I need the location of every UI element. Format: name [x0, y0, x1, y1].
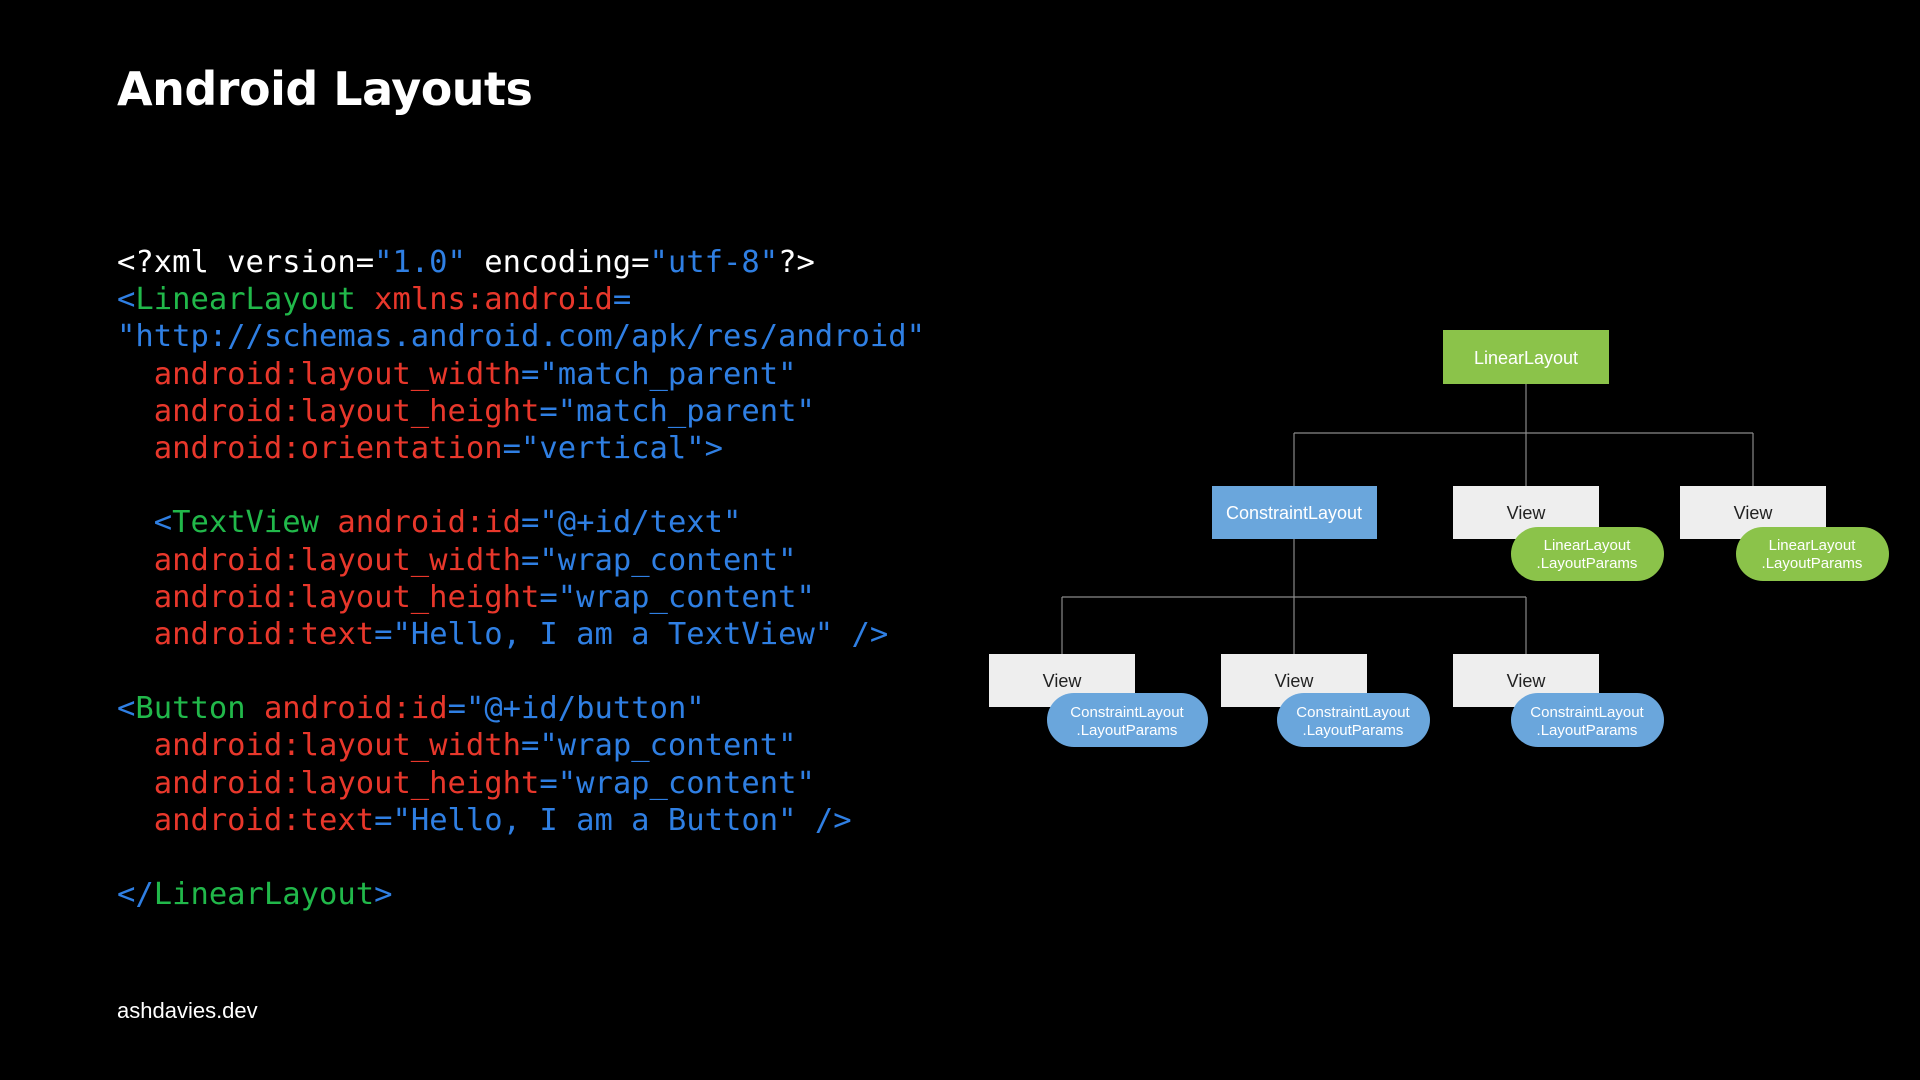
code-token: =: [612, 282, 632, 318]
footer-url: ashdavies.dev: [117, 998, 258, 1023]
code-token: =: [447, 691, 466, 727]
code-line: <?xml version="1.0" encoding="utf-8"?>: [117, 244, 925, 281]
connector-lines: [1061, 384, 1754, 654]
code-token: android:layout_height: [153, 765, 540, 801]
code-line: android:layout_height="wrap_content": [117, 579, 925, 616]
code-token: <: [117, 691, 136, 727]
code-token: />: [851, 616, 889, 652]
pill-label-line2: .LayoutParams: [1762, 555, 1863, 572]
code-token: <?xml version=: [117, 245, 375, 280]
code-token: >: [374, 877, 393, 913]
code-token: "utf-8": [649, 245, 779, 280]
node-label: ConstraintLayout: [1226, 503, 1362, 523]
code-token: LinearLayout: [153, 877, 375, 913]
node-label: View: [1734, 503, 1774, 523]
code-token: "wrap_content": [557, 579, 815, 615]
code-line: <LinearLayout xmlns:android=: [117, 281, 925, 318]
code-token: android:layout_width: [153, 728, 521, 764]
code-token: encoding=: [465, 245, 650, 280]
code-token: "vertical": [521, 430, 705, 466]
code-token: LinearLayout: [135, 282, 356, 318]
pill-label-line1: LinearLayout: [1544, 537, 1632, 554]
code-token: =: [374, 802, 393, 838]
code-line: android:orientation="vertical">: [117, 430, 925, 467]
code-line: android:layout_height="wrap_content": [117, 765, 925, 802]
code-token: "wrap_content": [539, 728, 797, 764]
code-token: android:text: [153, 616, 375, 652]
code-token: "match_parent": [557, 393, 815, 429]
code-line: android:layout_width="match_parent": [117, 356, 925, 393]
code-line: android:layout_width="wrap_content": [117, 542, 925, 579]
code-token: />: [814, 802, 852, 838]
xml-code-block: <?xml version="1.0" encoding="utf-8"?><L…: [117, 244, 925, 913]
code-token: "wrap_content": [557, 765, 815, 801]
code-line: android:layout_height="match_parent": [117, 393, 925, 430]
linear-layout-params-pill: LinearLayout .LayoutParams: [1736, 527, 1889, 581]
code-line: android:layout_width="wrap_content": [117, 727, 925, 764]
pill-label-line1: ConstraintLayout: [1296, 704, 1410, 721]
code-token: Button: [135, 691, 246, 727]
code-token: android:layout_width: [153, 356, 521, 392]
node-label: View: [1507, 671, 1547, 691]
code-token: =: [539, 579, 558, 615]
pill-label-line2: .LayoutParams: [1537, 722, 1638, 739]
linear-layout-node: LinearLayout: [1443, 330, 1609, 384]
code-token: "wrap_content": [539, 542, 797, 578]
code-token: android:orientation: [153, 430, 503, 466]
code-token: =: [521, 356, 540, 392]
code-token: android:id: [263, 691, 448, 727]
code-token: android:id: [337, 505, 522, 541]
code-token: "http://schemas.android.com/apk/res/andr…: [117, 319, 925, 355]
code-line: </LinearLayout>: [117, 876, 925, 913]
code-token: TextView: [172, 505, 320, 541]
code-token: =: [539, 393, 558, 429]
code-token: =: [374, 616, 393, 652]
constraint-layout-node: ConstraintLayout: [1212, 486, 1377, 539]
code-token: "@+id/text": [539, 505, 742, 541]
code-token: android:layout_height: [153, 393, 540, 429]
code-line: "http://schemas.android.com/apk/res/andr…: [117, 318, 925, 355]
pill-label-line2: .LayoutParams: [1303, 722, 1404, 739]
code-line: <Button android:id="@+id/button": [117, 690, 925, 727]
code-token: <: [117, 282, 136, 318]
code-token: =: [502, 430, 521, 466]
slide-title: Android Layouts: [117, 62, 533, 116]
pill-label-line1: ConstraintLayout: [1530, 704, 1644, 721]
node-label: View: [1507, 503, 1547, 523]
code-token: android:text: [153, 802, 375, 838]
constraint-layout-params-pill: ConstraintLayout .LayoutParams: [1277, 693, 1430, 747]
code-token: "@+id/button": [465, 691, 705, 727]
code-token: xmlns:android: [374, 282, 613, 318]
node-label: View: [1043, 671, 1083, 691]
code-token: >: [704, 430, 724, 466]
code-token: android:layout_width: [153, 542, 521, 578]
code-token: android:layout_height: [153, 579, 540, 615]
code-line: <TextView android:id="@+id/text": [117, 504, 925, 541]
code-token: "1.0": [374, 245, 466, 280]
pill-label-line1: LinearLayout: [1769, 537, 1857, 554]
pill-label-line2: .LayoutParams: [1537, 555, 1638, 572]
code-token: "match_parent": [539, 356, 797, 392]
code-token: =: [521, 728, 540, 764]
constraint-layout-params-pill: ConstraintLayout .LayoutParams: [1511, 693, 1664, 747]
code-line: android:text="Hello, I am a Button" />: [117, 802, 925, 839]
node-label: LinearLayout: [1474, 348, 1578, 368]
code-token: =: [521, 542, 540, 578]
pill-label-line1: ConstraintLayout: [1070, 704, 1184, 721]
constraint-layout-params-pill: ConstraintLayout .LayoutParams: [1047, 693, 1208, 747]
pill-label-line2: .LayoutParams: [1077, 722, 1178, 739]
code-token: "Hello, I am a TextView": [392, 616, 834, 652]
code-token: ?>: [778, 245, 815, 280]
code-token: =: [539, 765, 558, 801]
code-line: android:text="Hello, I am a TextView" />: [117, 616, 925, 653]
code-token: =: [521, 505, 540, 541]
linear-layout-params-pill: LinearLayout .LayoutParams: [1511, 527, 1664, 581]
code-token: <: [153, 505, 173, 541]
node-label: View: [1275, 671, 1315, 691]
code-token: </: [117, 877, 154, 913]
code-token: "Hello, I am a Button": [392, 802, 797, 838]
